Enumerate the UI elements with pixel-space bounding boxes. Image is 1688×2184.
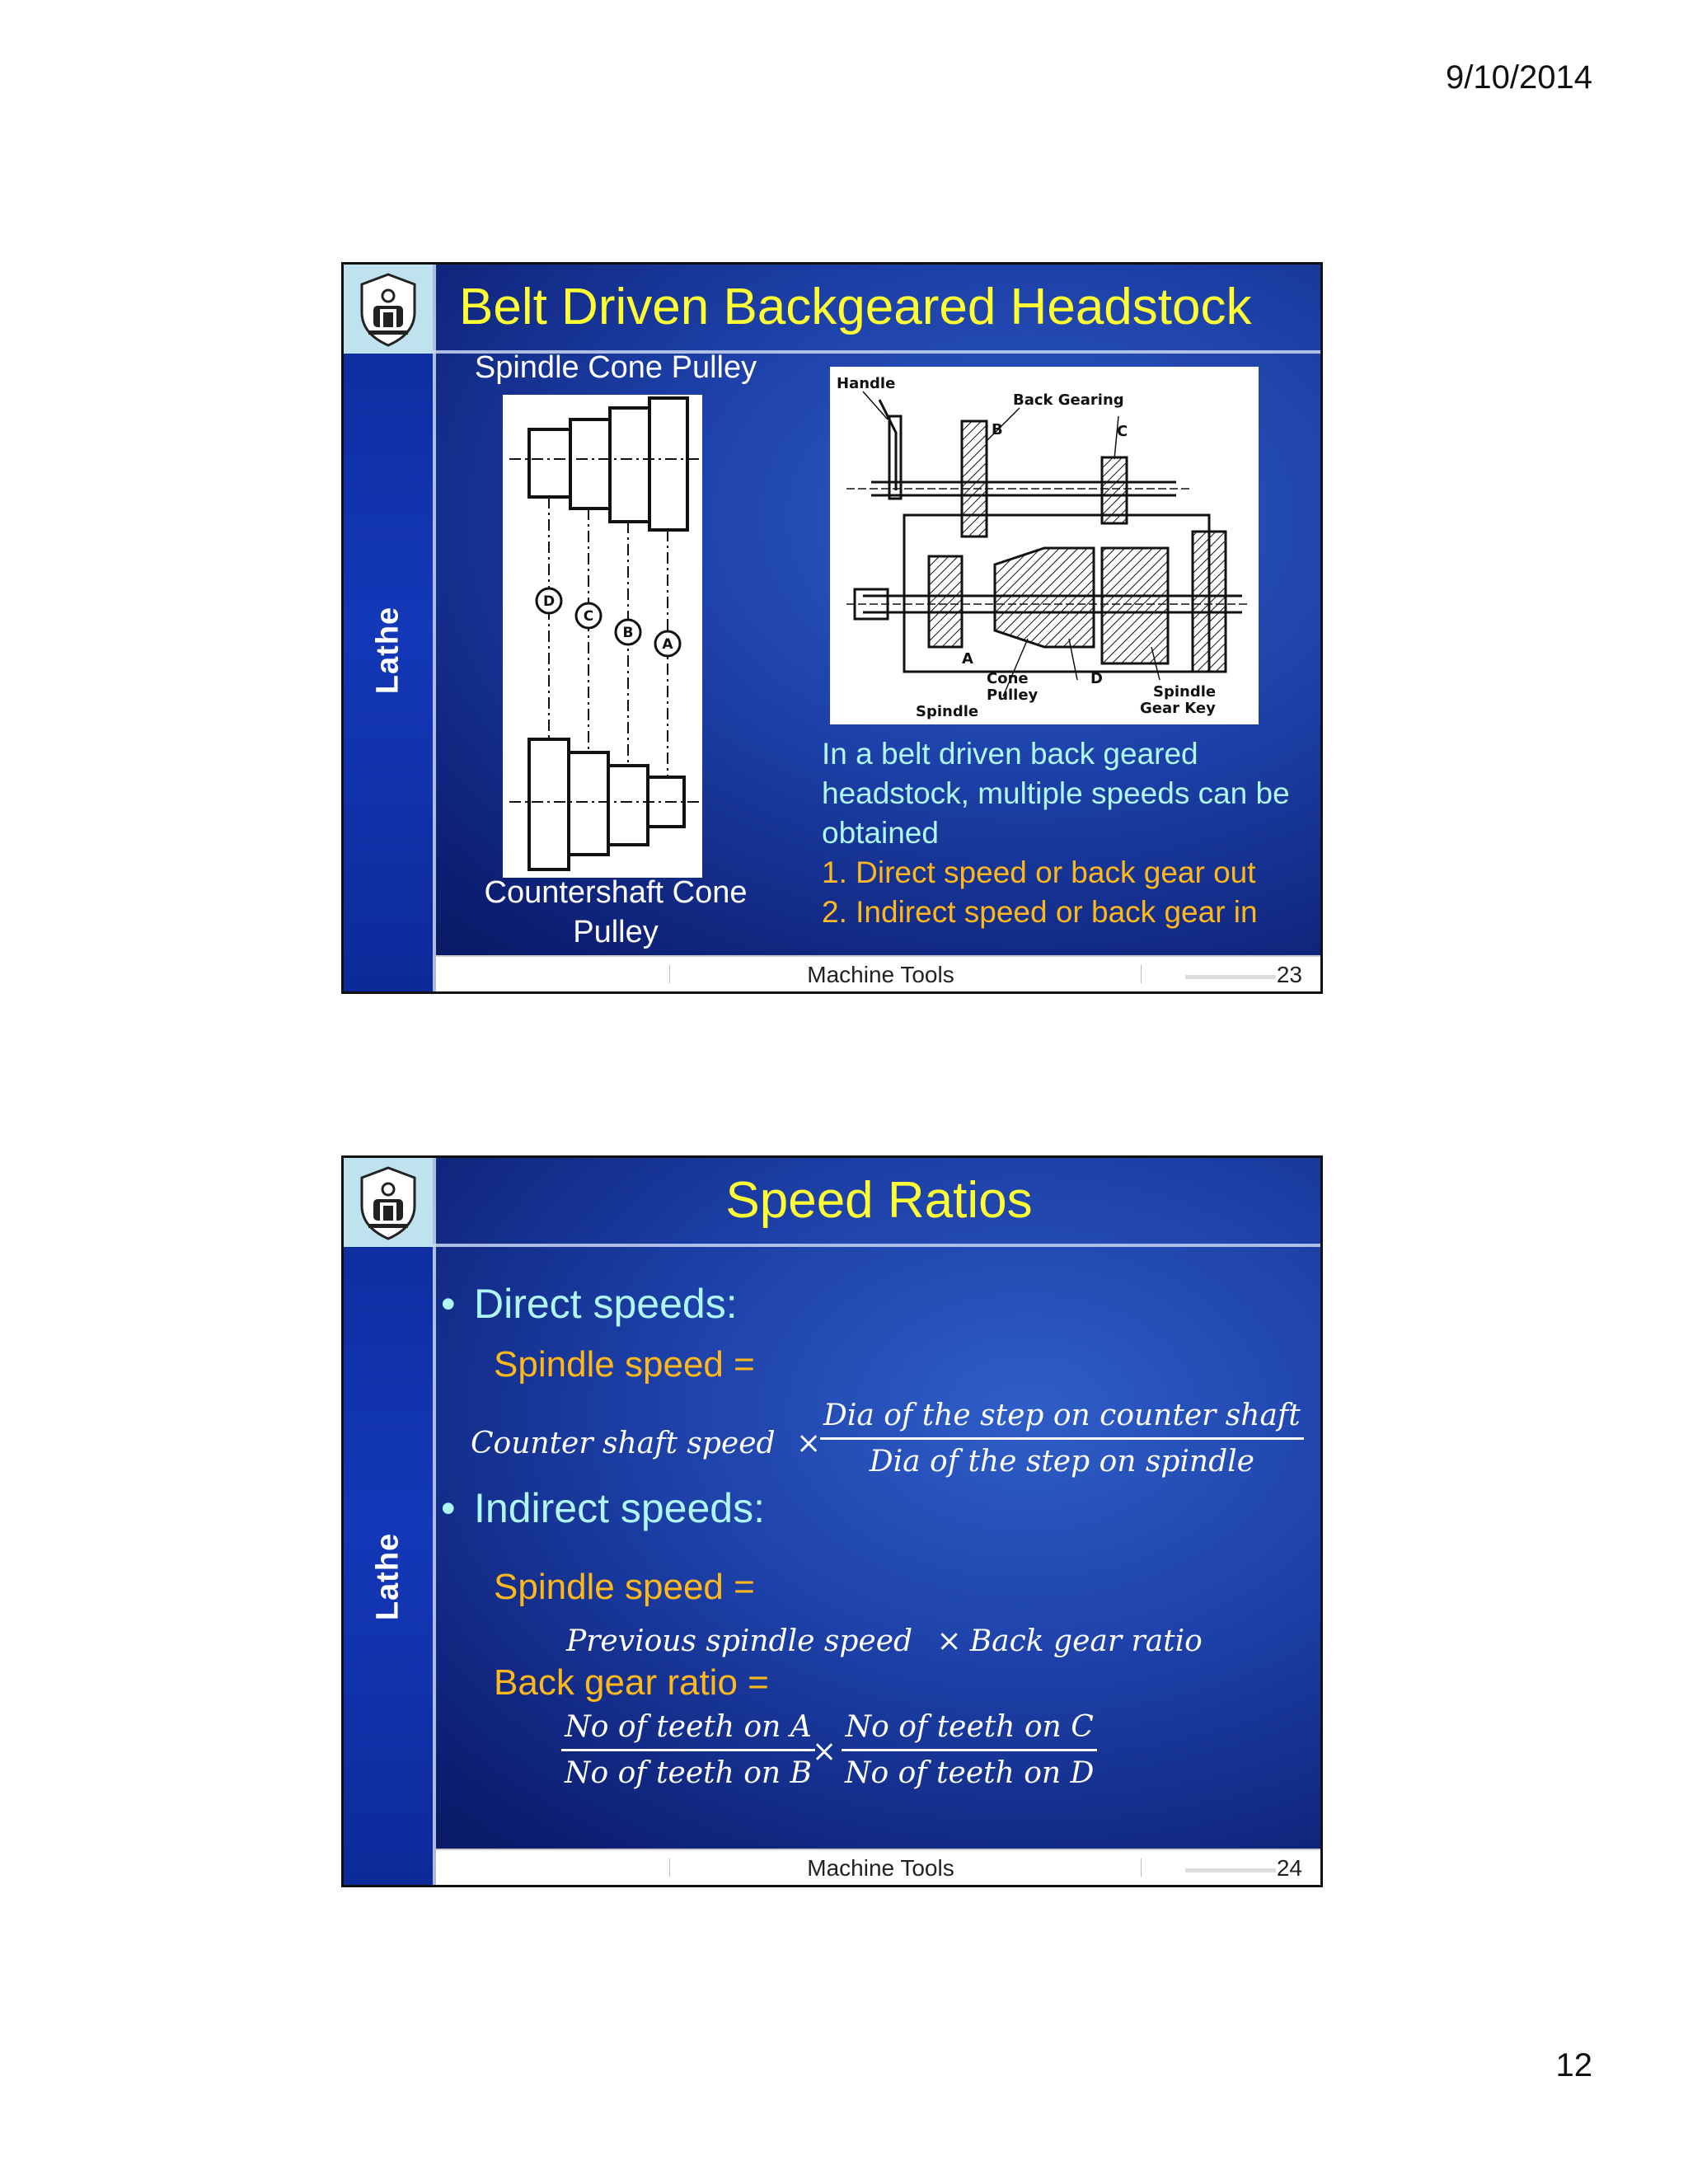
speed-list-item: 1. Direct speed or back gear out <box>822 855 1256 889</box>
previous-spindle-speed-term: Previous spindle speed ×Back gear ratio <box>566 1624 1203 1658</box>
svg-text:A: A <box>962 650 973 668</box>
page-number: 12 <box>1555 2047 1593 2083</box>
svg-text:Spindle: Spindle <box>1153 683 1216 701</box>
spindle-cone-pulley-label: Spindle Cone Pulley <box>474 350 757 385</box>
institute-logo <box>344 1158 433 1247</box>
countershaft-cone-pulley-label: Countershaft Cone Pulley <box>484 875 748 949</box>
counter-shaft-speed-term: Counter shaft speed × <box>471 1427 822 1460</box>
slide-sidebar <box>344 1158 433 1885</box>
slide-description: In a belt driven back geared headstock, … <box>822 734 1316 932</box>
indirect-spindle-speed-label: Spindle speed = <box>494 1567 755 1607</box>
dia-step-fraction: Dia of the step on counter shaft Dia of … <box>820 1399 1304 1479</box>
svg-text:B: B <box>992 421 1003 438</box>
speed-list-item: 2. Indirect speed or back gear in <box>822 895 1258 929</box>
footer-text: Machine Tools <box>807 1855 954 1881</box>
slide-title: Speed Ratios <box>725 1172 1033 1229</box>
slide-title: Belt Driven Backgeared Headstock <box>459 279 1252 335</box>
back-gearing-figure: Handle Back Gearing B C A D Cone Pulley … <box>830 367 1259 724</box>
direct-spindle-speed-label: Spindle speed = <box>494 1344 755 1385</box>
spindle-label: Spindle <box>916 703 978 720</box>
side-label: Lathe <box>370 1532 406 1621</box>
institute-seal-icon <box>360 273 416 347</box>
svg-text:C: C <box>1117 423 1128 440</box>
slide-number: 23 <box>1276 962 1302 987</box>
slide-number: 24 <box>1276 1855 1302 1881</box>
institute-logo <box>344 265 433 354</box>
cone-pulley-diagram: D C B A <box>509 396 699 871</box>
back-gear-ratio-label: Back gear ratio = <box>494 1662 769 1703</box>
times-sign: × <box>812 1735 837 1769</box>
svg-text:Gear Key: Gear Key <box>1140 700 1216 717</box>
handle-label: Handle <box>837 375 895 392</box>
step-label-a: A <box>662 636 673 653</box>
slide-23: Lathe Belt Driven Backgeared Headstock S… <box>341 262 1323 994</box>
footer-text: Machine Tools <box>807 962 954 987</box>
slide-sidebar <box>344 265 433 991</box>
slide-footer: Machine Tools 24 <box>436 1849 1320 1885</box>
cone-pulley-figure: D C B A <box>503 395 702 878</box>
step-label-d: D <box>543 593 555 610</box>
step-label-b: B <box>623 625 634 641</box>
teeth-a-b-fraction: No of teeth on A No of teeth on B <box>561 1710 815 1790</box>
slide-footer: Machine Tools 23 <box>436 955 1320 991</box>
bullet-direct-speeds: •Direct speeds: <box>441 1281 738 1327</box>
headstock-section-diagram: Handle Back Gearing B C A D Cone Pulley … <box>837 375 1250 720</box>
institute-seal-icon <box>360 1166 416 1240</box>
teeth-c-d-fraction: No of teeth on C No of teeth on D <box>842 1710 1098 1790</box>
side-label: Lathe <box>370 606 406 695</box>
step-label-c: C <box>584 608 593 625</box>
svg-text:D: D <box>1090 670 1103 687</box>
page-date: 9/10/2014 <box>1446 59 1592 96</box>
slide-24: Lathe Speed Ratios •Direct speeds: Spind… <box>341 1155 1323 1887</box>
bullet-indirect-speeds: •Indirect speeds: <box>441 1485 765 1531</box>
svg-text:Cone: Cone <box>987 670 1029 687</box>
svg-text:Pulley: Pulley <box>987 687 1039 704</box>
back-gearing-label: Back Gearing <box>1013 391 1124 409</box>
